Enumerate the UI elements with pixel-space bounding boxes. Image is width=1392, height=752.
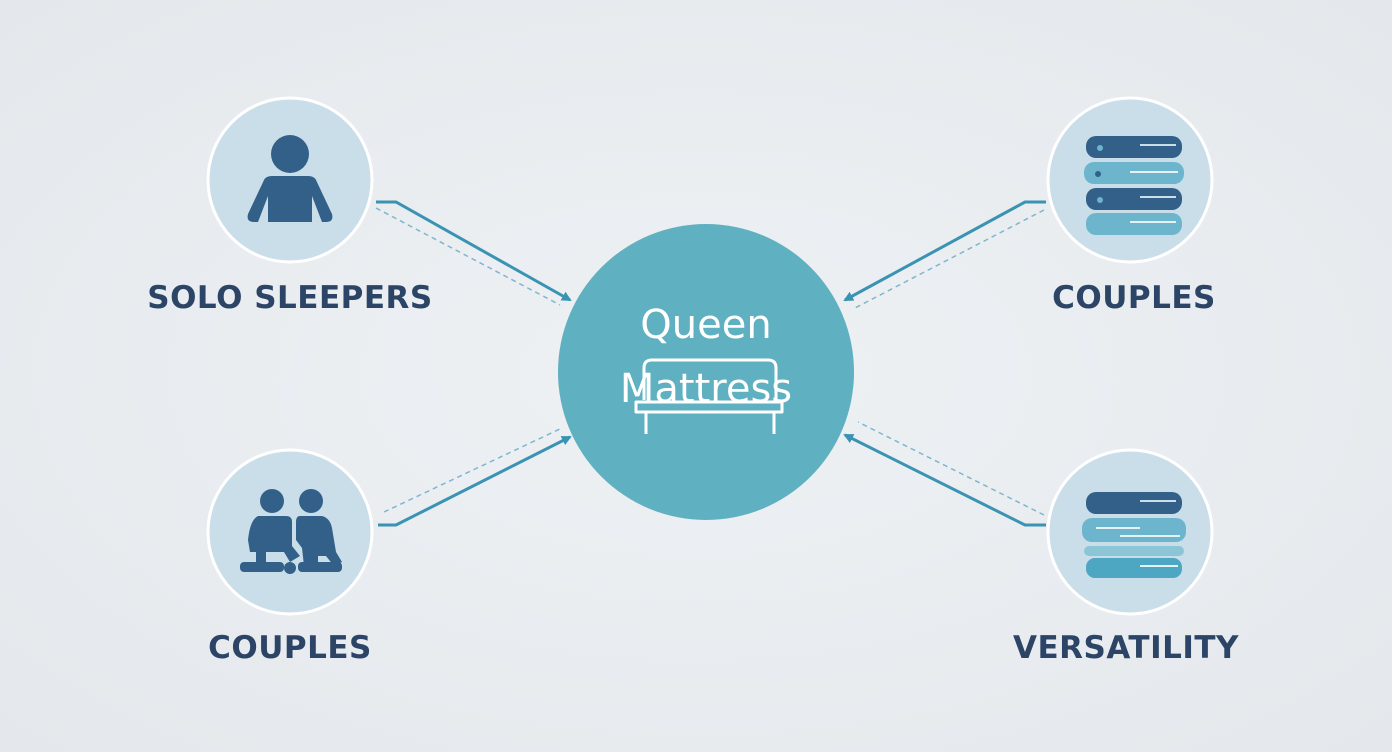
node-solo-sleepers [206, 96, 374, 264]
two-people-icon [240, 489, 342, 574]
single-person-icon [247, 135, 333, 222]
arrow-couples-right [843, 200, 1046, 302]
label-couples-left: COUPLES [208, 630, 372, 666]
label-solo-sleepers: SOLO SLEEPERS [147, 280, 433, 316]
label-versatility: VERSATILITY [1012, 630, 1239, 666]
node-couples-right [1046, 96, 1214, 264]
dashed-line-couples-left [383, 427, 563, 513]
label-couples-right: COUPLES [1052, 280, 1216, 316]
center-title-line-2: Mattress [619, 366, 793, 412]
arrow-solo-sleepers [376, 200, 572, 302]
dashed-line-solo-sleepers [375, 207, 561, 306]
center-node [558, 224, 854, 520]
mattress-outline-icon [634, 358, 784, 434]
stacked-layers-icon [1082, 492, 1186, 578]
node-versatility [1046, 448, 1214, 616]
arrow-versatility [843, 433, 1046, 527]
stacked-layers-icon [1084, 136, 1184, 235]
center-title-line-1: Queen [640, 302, 772, 348]
dashed-line-versatility [857, 421, 1045, 516]
connectors [375, 200, 1046, 527]
node-couples-left [206, 448, 374, 616]
arrow-couples-left [378, 435, 572, 527]
